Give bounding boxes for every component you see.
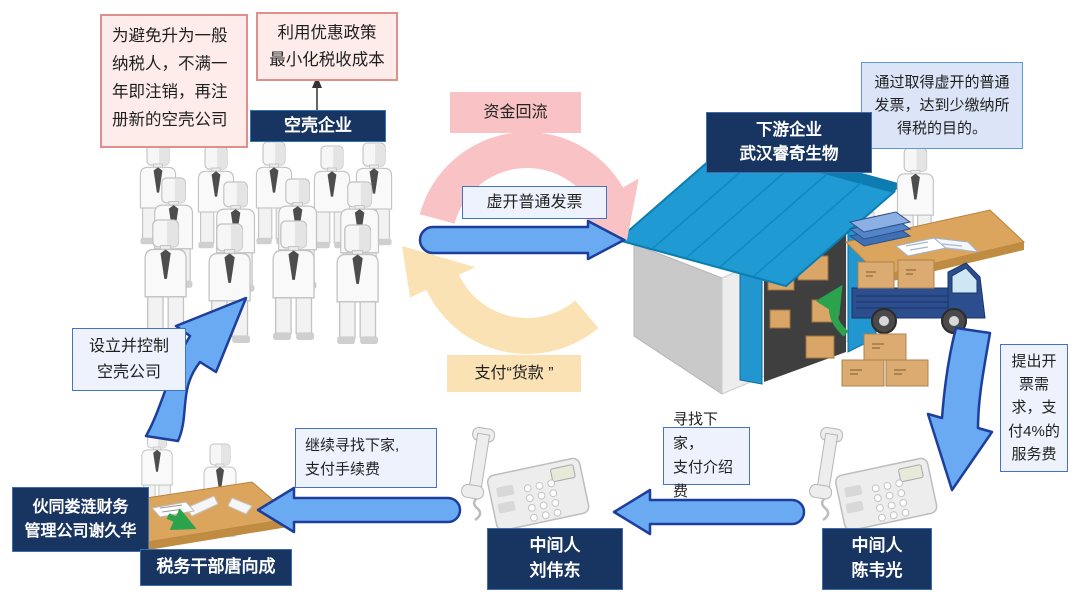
funds-return-label: 资金回流: [450, 92, 581, 133]
middleman-chen-label: 中间人 陈韦光: [822, 528, 932, 590]
crowd-of-people-icon: [139, 141, 393, 345]
finance-company-label: 伙同娄涟财务 管理公司谢久华: [12, 487, 149, 552]
note-find-buyer: 寻找下家， 支付介绍费: [663, 411, 750, 500]
loading-green-arrow: [815, 284, 849, 337]
note-invoice-demand: 提出开 票需 求，支 付4%的 服务费: [1000, 344, 1068, 472]
tax-officer-label: 税务干部唐向成: [140, 549, 292, 586]
note-shell-registration: 为避免升为一般 纳税人，不满一 年即注销，再注 册新的空壳公司: [100, 14, 248, 148]
payment-cycle-arc: [402, 246, 599, 355]
note-continue-find-buyer: 继续寻找下家, 支付手续费: [295, 428, 437, 488]
invoice-arrow: [418, 219, 626, 261]
middleman-liu-label: 中间人 刘伟东: [487, 528, 623, 590]
service-fee-curved-arrow: [926, 326, 994, 492]
note-setup-shell: 设立并控制 空壳公司: [72, 328, 186, 391]
pay-goods-label: 支付“货款 ”: [447, 355, 581, 392]
cardboard-boxes-icon: [841, 333, 929, 387]
shell-company-label: 空壳企业: [250, 110, 386, 142]
continue-find-buyer-arrow: [256, 486, 462, 534]
policy-connector-arrow: [312, 76, 322, 110]
setup-shell-curved-arrow: [144, 296, 248, 443]
note-tax-policy: 利用优惠政策 最小化税收成本: [256, 12, 398, 81]
downstream-company-label: 下游企业 武汉睿奇生物: [706, 112, 872, 173]
desk-meeting-icon: [104, 427, 296, 550]
fake-invoice-label: 虚开普通发票: [462, 186, 607, 219]
note-purpose: 通过取得虚开的普通 发票，达到少缴纳所 得税的目的。: [861, 62, 1023, 149]
find-buyer-arrow: [612, 488, 806, 536]
telephone-icon: [459, 425, 592, 533]
truck-icon: [851, 259, 986, 334]
telephone-icon: [807, 425, 940, 533]
